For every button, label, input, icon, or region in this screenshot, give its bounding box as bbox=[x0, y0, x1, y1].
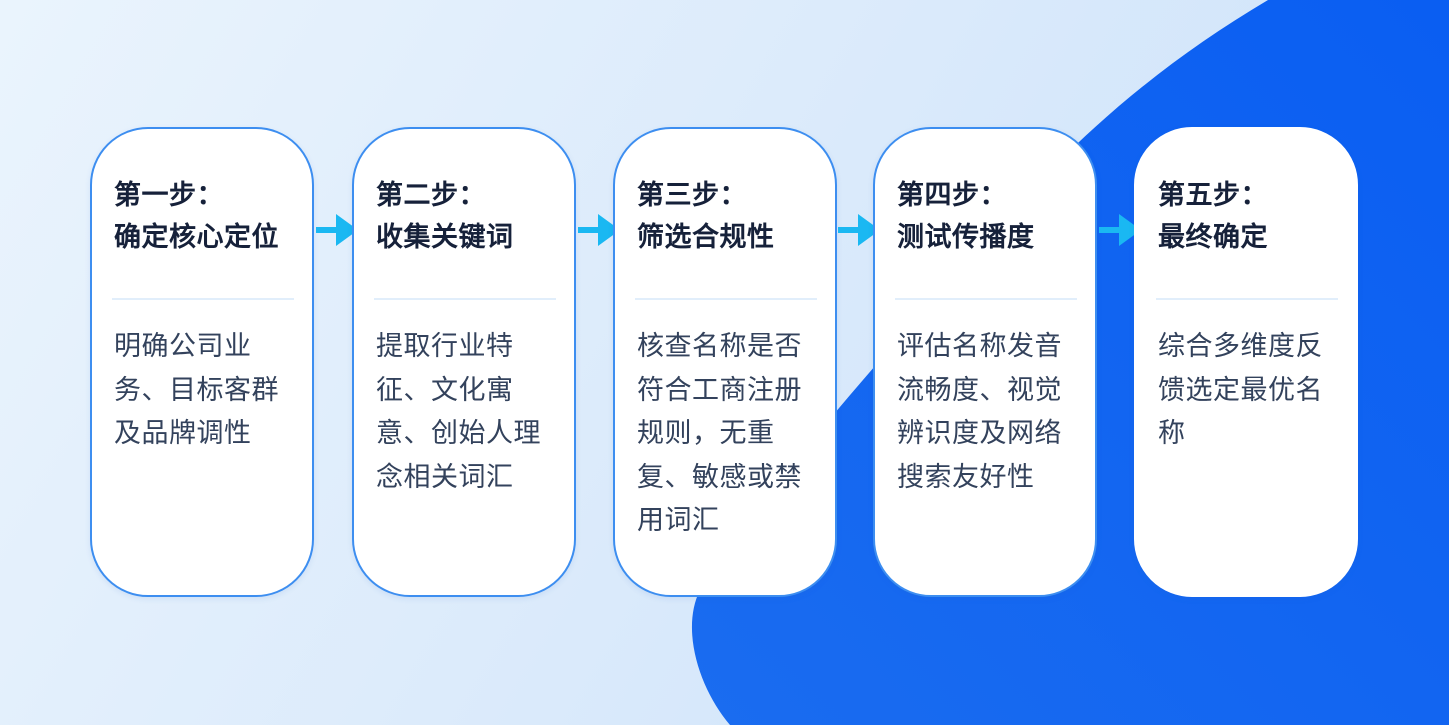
divider bbox=[895, 298, 1077, 300]
step-label: 第四步： bbox=[897, 180, 1007, 211]
arrow-right-icon bbox=[578, 214, 620, 246]
step-label: 第一步： bbox=[114, 180, 224, 211]
divider bbox=[374, 298, 556, 300]
step-heading: 收集关键词 bbox=[376, 222, 514, 253]
step-description: 评估名称发音流畅度、视觉辨识度及网络搜索友好性 bbox=[897, 331, 1062, 493]
arrow-right-icon bbox=[838, 214, 880, 246]
divider bbox=[112, 298, 294, 300]
step-description: 明确公司业务、目标客群及品牌调性 bbox=[114, 331, 279, 449]
step-title: 第一步： 确定核心定位 bbox=[114, 175, 302, 259]
step-heading: 测试传播度 bbox=[897, 222, 1035, 253]
step-label: 第五步： bbox=[1158, 180, 1268, 211]
step-card-1: 第一步： 确定核心定位 明确公司业务、目标客群及品牌调性 bbox=[90, 127, 314, 597]
step-title: 第三步： 筛选合规性 bbox=[637, 175, 825, 259]
arrow-right-icon bbox=[1099, 214, 1141, 246]
divider bbox=[635, 298, 817, 300]
step-heading: 最终确定 bbox=[1158, 222, 1268, 253]
step-heading: 筛选合规性 bbox=[637, 222, 775, 253]
step-label: 第二步： bbox=[376, 180, 486, 211]
step-title: 第四步： 测试传播度 bbox=[897, 175, 1085, 259]
step-label: 第三步： bbox=[637, 180, 747, 211]
step-description: 提取行业特征、文化寓意、创始人理念相关词汇 bbox=[376, 331, 541, 493]
step-description: 综合多维度反馈选定最优名称 bbox=[1158, 331, 1323, 449]
step-card-4: 第四步： 测试传播度 评估名称发音流畅度、视觉辨识度及网络搜索友好性 bbox=[873, 127, 1097, 597]
step-description: 核查名称是否符合工商注册规则，无重复、敏感或禁用词汇 bbox=[637, 331, 802, 536]
step-card-3: 第三步： 筛选合规性 核查名称是否符合工商注册规则，无重复、敏感或禁用词汇 bbox=[613, 127, 837, 597]
step-heading: 确定核心定位 bbox=[114, 222, 279, 253]
step-card-5: 第五步： 最终确定 综合多维度反馈选定最优名称 bbox=[1134, 127, 1358, 597]
arrow-right-icon bbox=[316, 214, 358, 246]
step-card-2: 第二步： 收集关键词 提取行业特征、文化寓意、创始人理念相关词汇 bbox=[352, 127, 576, 597]
step-title: 第二步： 收集关键词 bbox=[376, 175, 564, 259]
step-title: 第五步： 最终确定 bbox=[1158, 175, 1346, 259]
divider bbox=[1156, 298, 1338, 300]
